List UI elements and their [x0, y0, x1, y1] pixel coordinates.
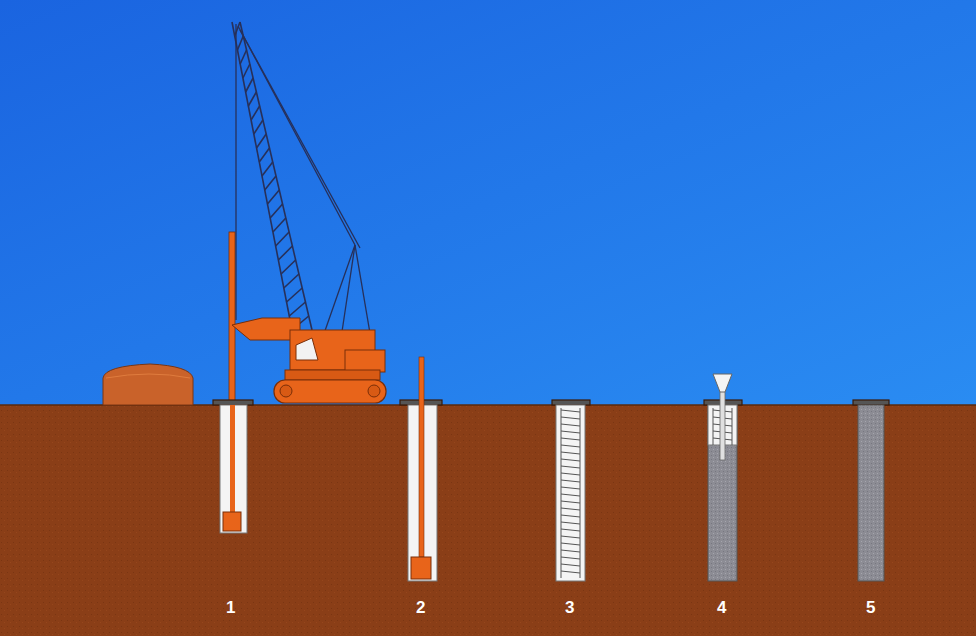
ground	[0, 405, 976, 636]
spoil-heap	[103, 364, 193, 405]
crane-rigging	[236, 24, 372, 345]
reinforcement-cage	[561, 408, 580, 578]
step-number: 1	[226, 598, 235, 618]
step-number: 3	[565, 598, 574, 618]
sky	[0, 0, 976, 406]
step-number: 5	[866, 598, 875, 618]
concrete-pile	[858, 405, 884, 581]
step-number: 4	[717, 598, 726, 618]
bore-hole	[556, 405, 585, 581]
crane-body	[232, 318, 386, 403]
step-number: 2	[416, 598, 425, 618]
tremie-funnel	[713, 374, 732, 392]
auger-bucket	[223, 512, 241, 531]
bore-hole	[220, 405, 247, 533]
kelly-bar	[229, 232, 235, 405]
crane-boom	[232, 22, 312, 330]
tremie-pipe	[720, 390, 725, 460]
auger-bucket	[411, 557, 431, 579]
